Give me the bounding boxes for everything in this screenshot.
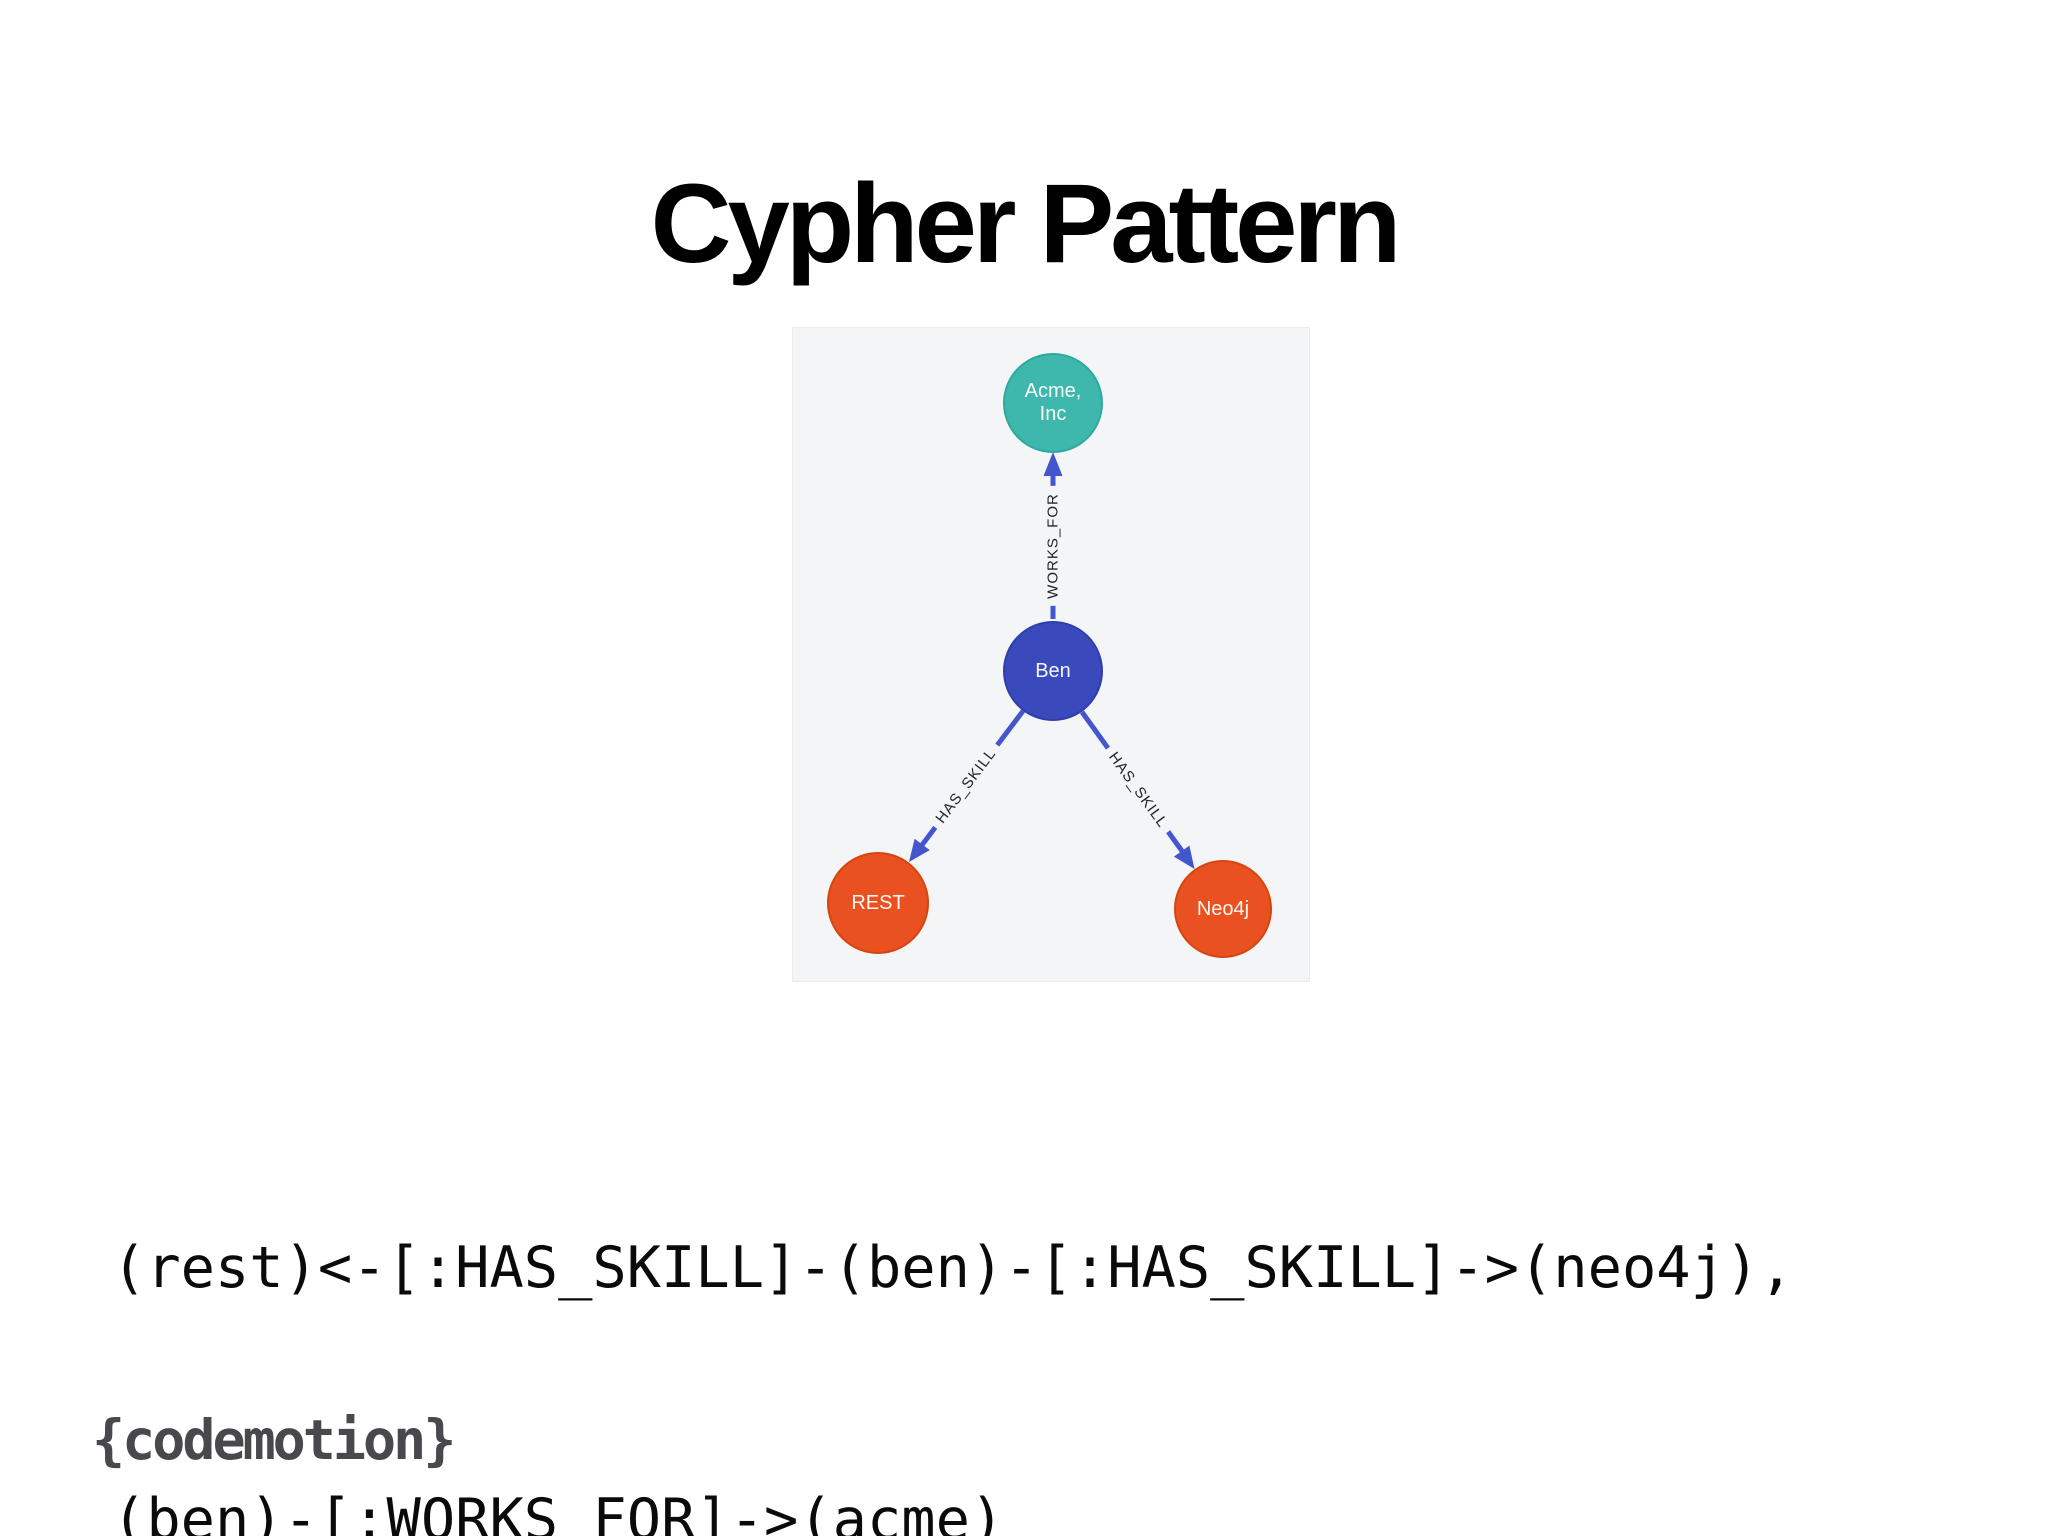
- cypher-code-line-2: (ben)-[:WORKS_FOR]->(acme): [112, 1487, 1005, 1536]
- arrowhead-downleft-icon: [909, 838, 930, 862]
- node-neo4j-label: Neo4j: [1196, 897, 1250, 920]
- node-acme: Acme, Inc: [1003, 353, 1103, 453]
- cypher-code-block: (rest)<-[:HAS_SKILL]-(ben)-[:HAS_SKILL]-…: [112, 1058, 1794, 1536]
- node-rest-label: REST: [851, 891, 905, 914]
- node-ben: Ben: [1003, 621, 1103, 721]
- arrowhead-up-icon: [1043, 452, 1063, 476]
- page-title: Cypher Pattern: [650, 161, 1402, 286]
- codemotion-logo: {codemotion}: [92, 1408, 456, 1472]
- edge-label-works-for: WORKS_FOR: [1041, 486, 1065, 606]
- node-rest: REST: [827, 852, 929, 954]
- cypher-code-line-1: (rest)<-[:HAS_SKILL]-(ben)-[:HAS_SKILL]-…: [112, 1235, 1794, 1301]
- node-ben-label: Ben: [1035, 659, 1071, 682]
- node-neo4j: Neo4j: [1174, 860, 1272, 958]
- node-acme-label: Acme, Inc: [1024, 380, 1082, 425]
- arrowhead-downright-icon: [1173, 845, 1195, 869]
- graph-diagram-panel: WORKS_FOR HAS_SKILL HAS_SKILL Acme, Inc …: [792, 327, 1310, 982]
